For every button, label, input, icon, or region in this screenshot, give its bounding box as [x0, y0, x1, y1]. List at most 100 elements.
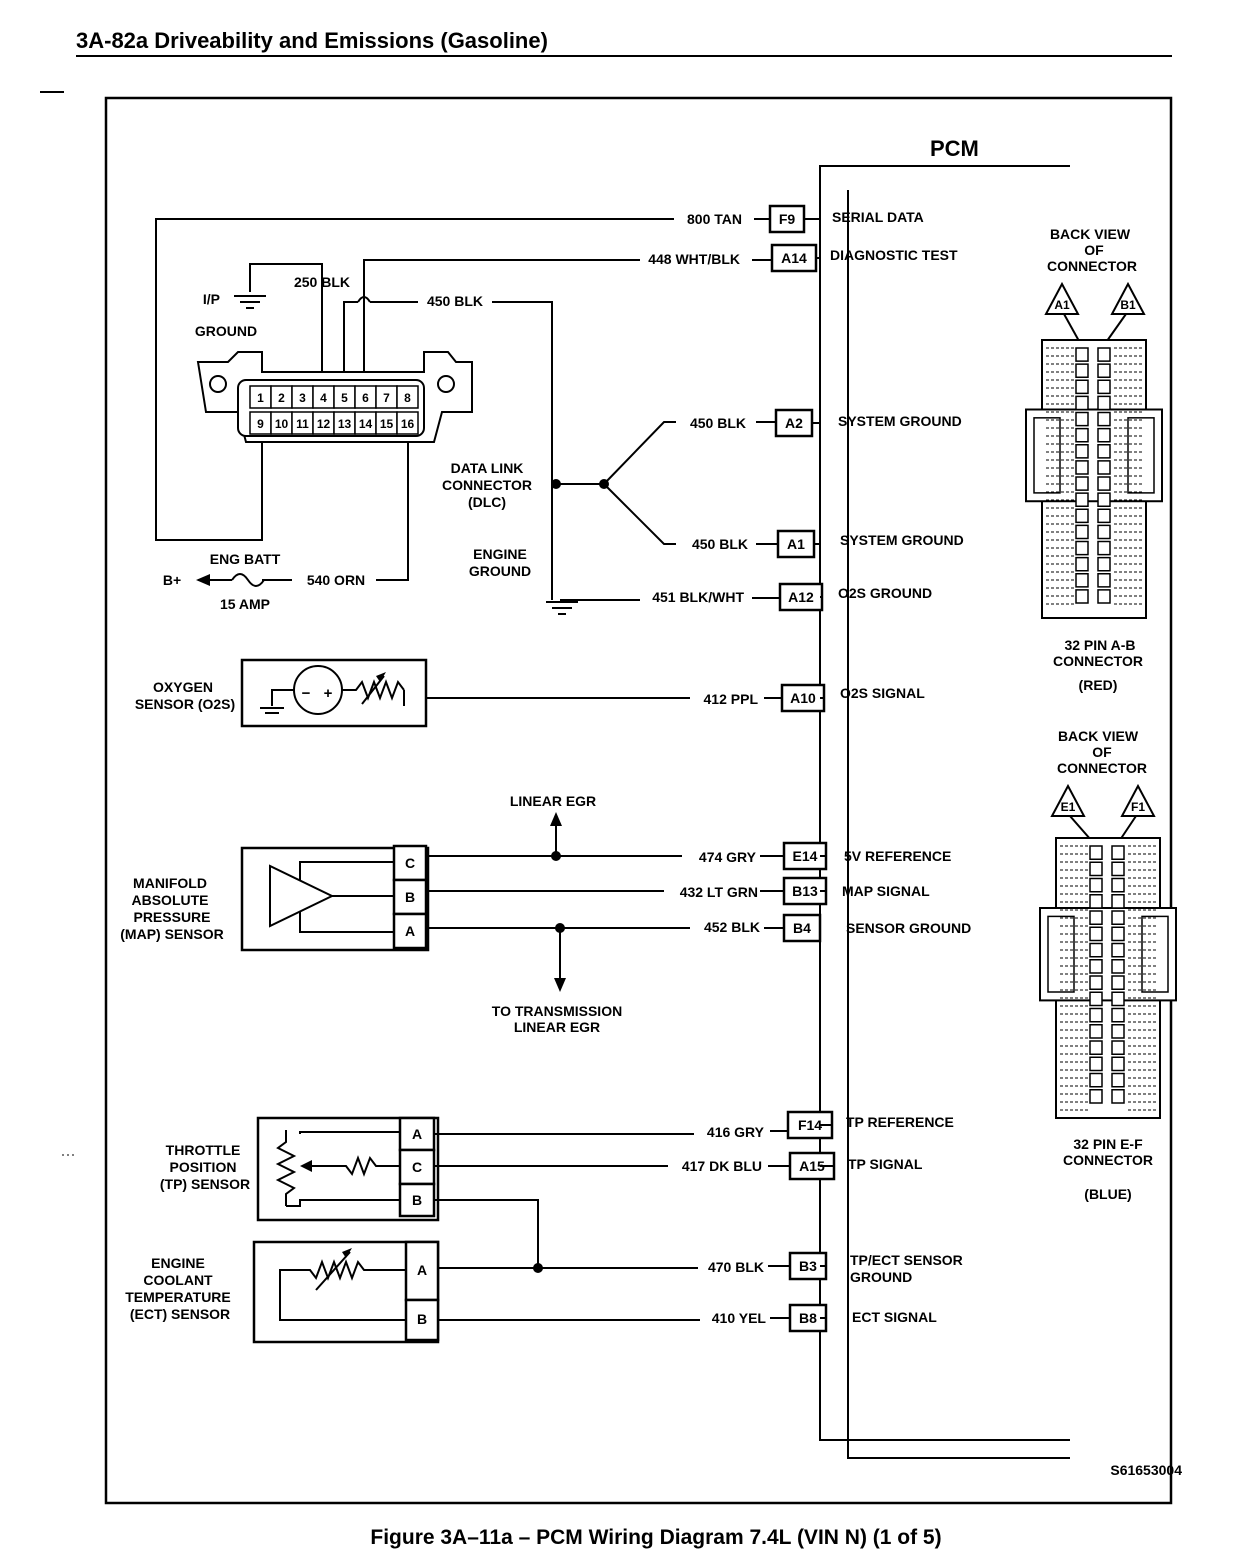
connector-pin: [1111, 1007, 1125, 1023]
connector-pin: [1097, 411, 1111, 427]
connector-pin: [1111, 845, 1125, 860]
pcm-pin-a1: 450 BLK A1 SYSTEM GROUND: [692, 529, 964, 559]
wire-label: 450 BLK: [690, 415, 746, 431]
ip-ground-label: GROUND: [195, 323, 257, 339]
connector-pin: [1111, 1040, 1125, 1055]
connector-pin: [1075, 573, 1089, 588]
wire-label: 450 BLK: [692, 536, 748, 552]
wire-label: 416 GRY: [707, 1124, 765, 1140]
connector-pin: [1111, 1089, 1125, 1104]
pin-function: ECT SIGNAL: [852, 1309, 937, 1325]
pin-marker-label: E1: [1061, 800, 1076, 814]
ect-label: TEMPERATURE: [125, 1289, 231, 1305]
wire-label: 412 PPL: [704, 691, 759, 707]
connector-pin: [1111, 861, 1125, 877]
fuse-label: 15 AMP: [220, 596, 270, 612]
connector-pin: [1089, 877, 1103, 893]
pin-marker-label: F1: [1131, 800, 1145, 814]
splice-dot: [551, 851, 561, 861]
pcm-pin-b3: 470 BLK B3 TP/ECT SENSOR GROUND: [708, 1251, 963, 1285]
pin-label: F14: [798, 1117, 822, 1133]
pin-marker-icon: [1050, 783, 1086, 817]
svg-text:A: A: [412, 1126, 422, 1142]
eng-batt-label: ENG BATT: [210, 551, 281, 567]
connector-pin: [1089, 1040, 1103, 1055]
ab-connector-name: 32 PIN A-B: [1064, 637, 1135, 653]
pin-label: A10: [790, 690, 816, 706]
pin-label: B3: [799, 1258, 817, 1274]
ab-back-view-label: BACK VIEW: [1050, 226, 1131, 242]
connector-pin: [1075, 427, 1089, 443]
dlc-pin-number: 4: [320, 391, 327, 405]
dlc-pin-number: 1: [257, 391, 264, 405]
connector-pin: [1111, 894, 1125, 909]
b-plus-arrow: [196, 574, 210, 586]
dlc-pin-number: 13: [338, 417, 352, 431]
dlc-pin-number: 5: [341, 391, 348, 405]
connector-pin: [1097, 540, 1111, 556]
pin-label: A1: [787, 536, 805, 552]
pin-function: DIAGNOSTIC TEST: [830, 247, 958, 263]
pin-marker-label: A1: [1054, 298, 1070, 312]
svg-text:A: A: [405, 923, 415, 939]
connector-pin: [1089, 1024, 1103, 1039]
dlc-label: (DLC): [468, 494, 506, 510]
engine-ground-label: GROUND: [469, 563, 531, 579]
ab-back-view-label: CONNECTOR: [1047, 258, 1137, 274]
connector-pin: [1075, 476, 1089, 491]
ect-label: COOLANT: [143, 1272, 213, 1288]
connector-pin: [1097, 363, 1111, 378]
svg-text:A: A: [417, 1262, 427, 1278]
figure-caption: Figure 3A–11a – PCM Wiring Diagram 7.4L …: [370, 1526, 941, 1549]
pin-label: A12: [788, 589, 814, 605]
pcm-pin-a14: 448 WHT/BLK A14 DIAGNOSTIC TEST: [648, 243, 958, 273]
connector-pin: [1111, 877, 1125, 893]
ect-label: (ECT) SENSOR: [130, 1306, 230, 1322]
map-label: (MAP) SENSOR: [120, 926, 223, 942]
connector-pin: [1111, 910, 1125, 925]
splice-dot: [599, 479, 609, 489]
connector-pin: [1075, 395, 1089, 411]
pin-function: SYSTEM GROUND: [838, 413, 962, 429]
connector-pin: [1111, 1056, 1125, 1072]
connector-pin: [1097, 524, 1111, 540]
dlc-pin-number: 9: [257, 417, 264, 431]
map-label: ABSOLUTE: [132, 892, 209, 908]
pin-marker-label: B1: [1120, 298, 1136, 312]
connector-pin: [1097, 347, 1111, 362]
ect-sensor: A B: [252, 1240, 440, 1344]
pcm-pin-a10: 412 PPL A10 O2S SIGNAL: [704, 683, 925, 713]
map-label: MANIFOLD: [133, 875, 207, 891]
connector-pin: [1097, 508, 1111, 524]
pcm-stubs: [804, 218, 834, 1319]
connector-pin: [1089, 926, 1103, 942]
dlc-pin-number: 12: [317, 417, 331, 431]
connector-pin: [1075, 347, 1089, 362]
tp-sensor: A C B: [256, 1116, 440, 1222]
engine-ground-icon: [546, 601, 578, 615]
wire-label: 474 GRY: [699, 849, 757, 865]
connector-pin: [1097, 395, 1111, 411]
svg-text:C: C: [412, 1159, 422, 1175]
dlc-pin-number: 6: [362, 391, 369, 405]
pin-function: O2S GROUND: [838, 585, 932, 601]
connector-pin: [1097, 556, 1111, 572]
pin-function: TP SIGNAL: [848, 1156, 923, 1172]
svg-text:B: B: [417, 1311, 427, 1327]
linear-egr-label: LINEAR EGR: [510, 793, 596, 809]
pin-function: SYSTEM GROUND: [840, 532, 964, 548]
pin-function: SERIAL DATA: [832, 209, 924, 225]
connector-pin: [1075, 444, 1089, 459]
connector-pin: [1111, 1024, 1125, 1039]
wire-250-label: 250 BLK: [294, 274, 350, 290]
pin-label: B8: [799, 1310, 817, 1326]
connector-pin: [1089, 975, 1103, 990]
to-trans-label: LINEAR EGR: [514, 1019, 600, 1035]
pcm-pin-b4: 452 BLK B4 SENSOR GROUND: [704, 913, 971, 943]
o2s-label: OXYGEN: [153, 679, 213, 695]
o2s-label: SENSOR (O2S): [135, 696, 235, 712]
ef-connector-name: 32 PIN E-F: [1073, 1136, 1143, 1152]
connector-pin: [1097, 573, 1111, 588]
